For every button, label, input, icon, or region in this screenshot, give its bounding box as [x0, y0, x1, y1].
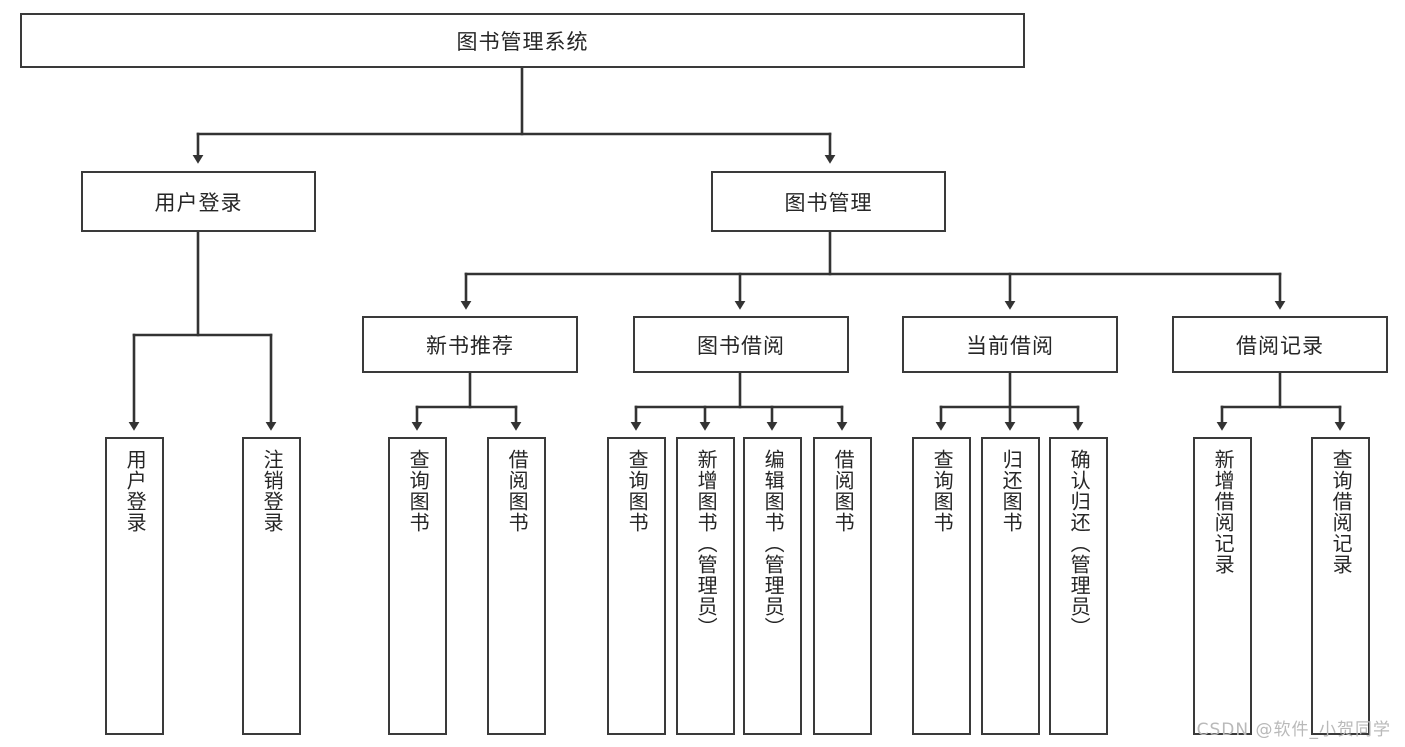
- node-leaf-query-record-label: 查询借阅记录: [1329, 449, 1354, 575]
- node-leaf-borrow-book-2-label: 借阅图书: [831, 449, 856, 533]
- node-leaf-borrow-book-1-label: 借阅图书: [505, 449, 530, 533]
- node-new-book-rec[interactable]: 新书推荐: [362, 316, 578, 373]
- node-leaf-logout-login[interactable]: 注销登录: [242, 437, 301, 735]
- node-leaf-user-login-label: 用户登录: [123, 449, 148, 533]
- node-leaf-user-login[interactable]: 用户登录: [105, 437, 164, 735]
- node-current-borrow[interactable]: 当前借阅: [902, 316, 1118, 373]
- node-user-login[interactable]: 用户登录: [81, 171, 316, 232]
- node-borrow-record-label: 借阅记录: [1236, 333, 1324, 358]
- node-leaf-edit-book[interactable]: 编辑图书（管理员）: [743, 437, 802, 735]
- node-user-login-label: 用户登录: [154, 190, 243, 215]
- node-leaf-add-record-label: 新增借阅记录: [1211, 449, 1236, 575]
- node-leaf-return-book-label: 归还图书: [999, 449, 1024, 533]
- node-leaf-borrow-book-1[interactable]: 借阅图书: [487, 437, 546, 735]
- watermark: CSDN @软件_小贺同学: [1196, 720, 1391, 740]
- node-root[interactable]: 图书管理系统: [20, 13, 1025, 68]
- node-new-book-rec-label: 新书推荐: [426, 333, 514, 358]
- node-leaf-confirm-return[interactable]: 确认归还（管理员）: [1049, 437, 1108, 735]
- node-leaf-add-record[interactable]: 新增借阅记录: [1193, 437, 1252, 735]
- node-book-manage[interactable]: 图书管理: [711, 171, 946, 232]
- node-borrow-record[interactable]: 借阅记录: [1172, 316, 1388, 373]
- node-leaf-query-record[interactable]: 查询借阅记录: [1311, 437, 1370, 735]
- node-leaf-query-book-3-label: 查询图书: [930, 449, 955, 533]
- node-current-borrow-label: 当前借阅: [966, 333, 1054, 358]
- node-leaf-query-book-1-label: 查询图书: [406, 449, 431, 533]
- node-leaf-borrow-book-2[interactable]: 借阅图书: [813, 437, 872, 735]
- node-leaf-query-book-3[interactable]: 查询图书: [912, 437, 971, 735]
- node-leaf-confirm-return-label: 确认归还（管理员）: [1067, 449, 1092, 638]
- node-leaf-query-book-2[interactable]: 查询图书: [607, 437, 666, 735]
- node-leaf-query-book-2-label: 查询图书: [625, 449, 650, 533]
- node-leaf-edit-book-label: 编辑图书（管理员）: [761, 449, 786, 638]
- node-leaf-add-book-label: 新增图书（管理员）: [694, 449, 719, 638]
- node-leaf-return-book[interactable]: 归还图书: [981, 437, 1040, 735]
- node-leaf-add-book[interactable]: 新增图书（管理员）: [676, 437, 735, 735]
- node-leaf-logout-login-label: 注销登录: [260, 449, 285, 533]
- node-book-manage-label: 图书管理: [784, 190, 873, 215]
- node-root-label: 图书管理系统: [456, 29, 589, 54]
- node-book-borrow-label: 图书借阅: [697, 333, 785, 358]
- node-leaf-query-book-1[interactable]: 查询图书: [388, 437, 447, 735]
- node-book-borrow[interactable]: 图书借阅: [633, 316, 849, 373]
